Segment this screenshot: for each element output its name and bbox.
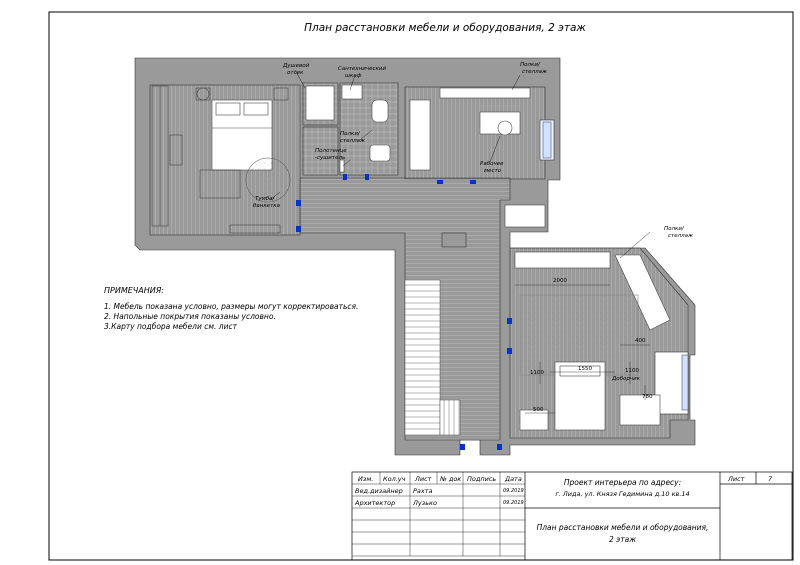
tb-project-line1: Проект интерьера по адресу: [563, 478, 682, 487]
tb-date-2: 09.2019 [503, 500, 524, 506]
bath-furniture [305, 84, 391, 173]
drawing-title: План расстановки мебели и оборудования, … [304, 22, 586, 34]
tb-project-line2: г. Лида, ул. Князя Гедимина д.10 кв.14 [555, 490, 690, 498]
tb-header-izm: Изм. [358, 475, 374, 483]
corner-sofa [614, 254, 671, 331]
column [441, 232, 467, 248]
note-2: 2. Напольные покрытия показаны условно. [104, 312, 276, 321]
dim-2000: 2000 [553, 278, 567, 284]
work-chair [497, 120, 513, 136]
sofa-study [409, 99, 431, 171]
tb-header-list: Лист [415, 475, 432, 483]
label-towel-1: Полотенце [315, 148, 347, 154]
dimension-lines [515, 284, 650, 414]
leader-lines [269, 69, 651, 259]
title-block-grid [351, 471, 793, 561]
label-shelves-small-2: стеллаж [340, 138, 365, 144]
tb-name-1: Рахта [413, 487, 433, 495]
label-towel-2: -сушитель [315, 155, 345, 161]
dim-780: 780 [642, 394, 653, 400]
tv-unit [229, 224, 281, 234]
tb-role-1: Вед.дизайнер [355, 487, 403, 495]
carpet-large [519, 294, 639, 376]
label-shelves-right-2: стеллаж [668, 233, 693, 239]
shelving-top [514, 251, 611, 269]
desk-bedroom [169, 134, 183, 166]
towel-dryer [339, 159, 345, 173]
label-shelves-top-2: стеллаж [522, 69, 547, 75]
tumba [199, 169, 241, 199]
tb-header-podpis: Подпись [467, 475, 497, 483]
rug-round [245, 157, 291, 203]
tb-header-data: Дата [505, 475, 522, 483]
bed-pillow-2 [243, 102, 269, 116]
bedroom-furniture [151, 85, 291, 234]
bed [211, 99, 273, 171]
window-right-bottom [681, 354, 689, 411]
label-tumba-1: Тумба/ [255, 196, 276, 202]
nightstand-right [273, 87, 289, 101]
note-1: 1. Мебель показана условно, размеры могу… [104, 302, 359, 311]
label-shelves-top-1: Полки/ [520, 62, 541, 68]
toilet [371, 99, 389, 123]
label-shelves-small-1: Полки/ [340, 131, 361, 137]
notes-block: ПРИМЕЧАНИЯ: 1. Мебель показана условно, … [104, 286, 364, 332]
santech-cabinet [341, 84, 363, 100]
dim-400: 400 [635, 338, 646, 344]
tb-sheet-number: 7 [768, 475, 773, 483]
shelf-top [439, 87, 531, 99]
label-dobor: Доборчик [611, 376, 641, 382]
sink [369, 144, 391, 162]
tb-header-koluch: Кол.уч [383, 475, 406, 483]
label-santech-2: шкаф [345, 73, 362, 79]
window-right-top [542, 121, 552, 159]
note-3: 3.Карту подбора мебели см. лист [104, 322, 237, 331]
wardrobe-small [504, 204, 546, 228]
label-santech-1: Сантехнический [338, 66, 386, 72]
dim-1100b: 1100 [625, 368, 639, 374]
door-markers [296, 174, 512, 450]
label-shelves-right-1: Полки/ [664, 226, 685, 232]
label-workplace-2: место [484, 168, 502, 174]
tb-sheet-title-1: План расстановки мебели и оборудования, [536, 523, 709, 532]
tb-header-ndok: № док [440, 475, 462, 483]
notes-title: ПРИМЕЧАНИЯ: [104, 286, 164, 295]
bed-living-pillow [559, 365, 601, 377]
dim-1100a: 1100 [530, 370, 544, 376]
study-furniture [409, 87, 531, 171]
staircase [404, 279, 461, 436]
label-shower-1: Душевой [282, 63, 310, 69]
tb-role-2: Архитектор [355, 499, 396, 507]
bath-lower-floor [302, 126, 339, 176]
tb-sheet-title-2: 2 этаж [609, 535, 636, 544]
tb-sheet-label: Лист [728, 475, 745, 483]
label-tumba-2: банкетка [253, 203, 281, 209]
dim-500: 500 [533, 407, 544, 413]
stair-steps [405, 284, 460, 435]
tb-date-1: 09.2019 [503, 488, 524, 494]
tb-name-2: Лузько [413, 499, 437, 507]
living-furniture [504, 204, 671, 431]
label-shower-2: отсек [287, 70, 304, 76]
bed-pillow-1 [215, 102, 241, 116]
nightstand-living [519, 409, 549, 431]
label-workplace-1: Рабочее [480, 161, 504, 167]
dresser [619, 394, 661, 426]
shower-tray [305, 85, 335, 121]
dim-1550: 1550 [578, 366, 592, 372]
lamp [196, 87, 210, 101]
